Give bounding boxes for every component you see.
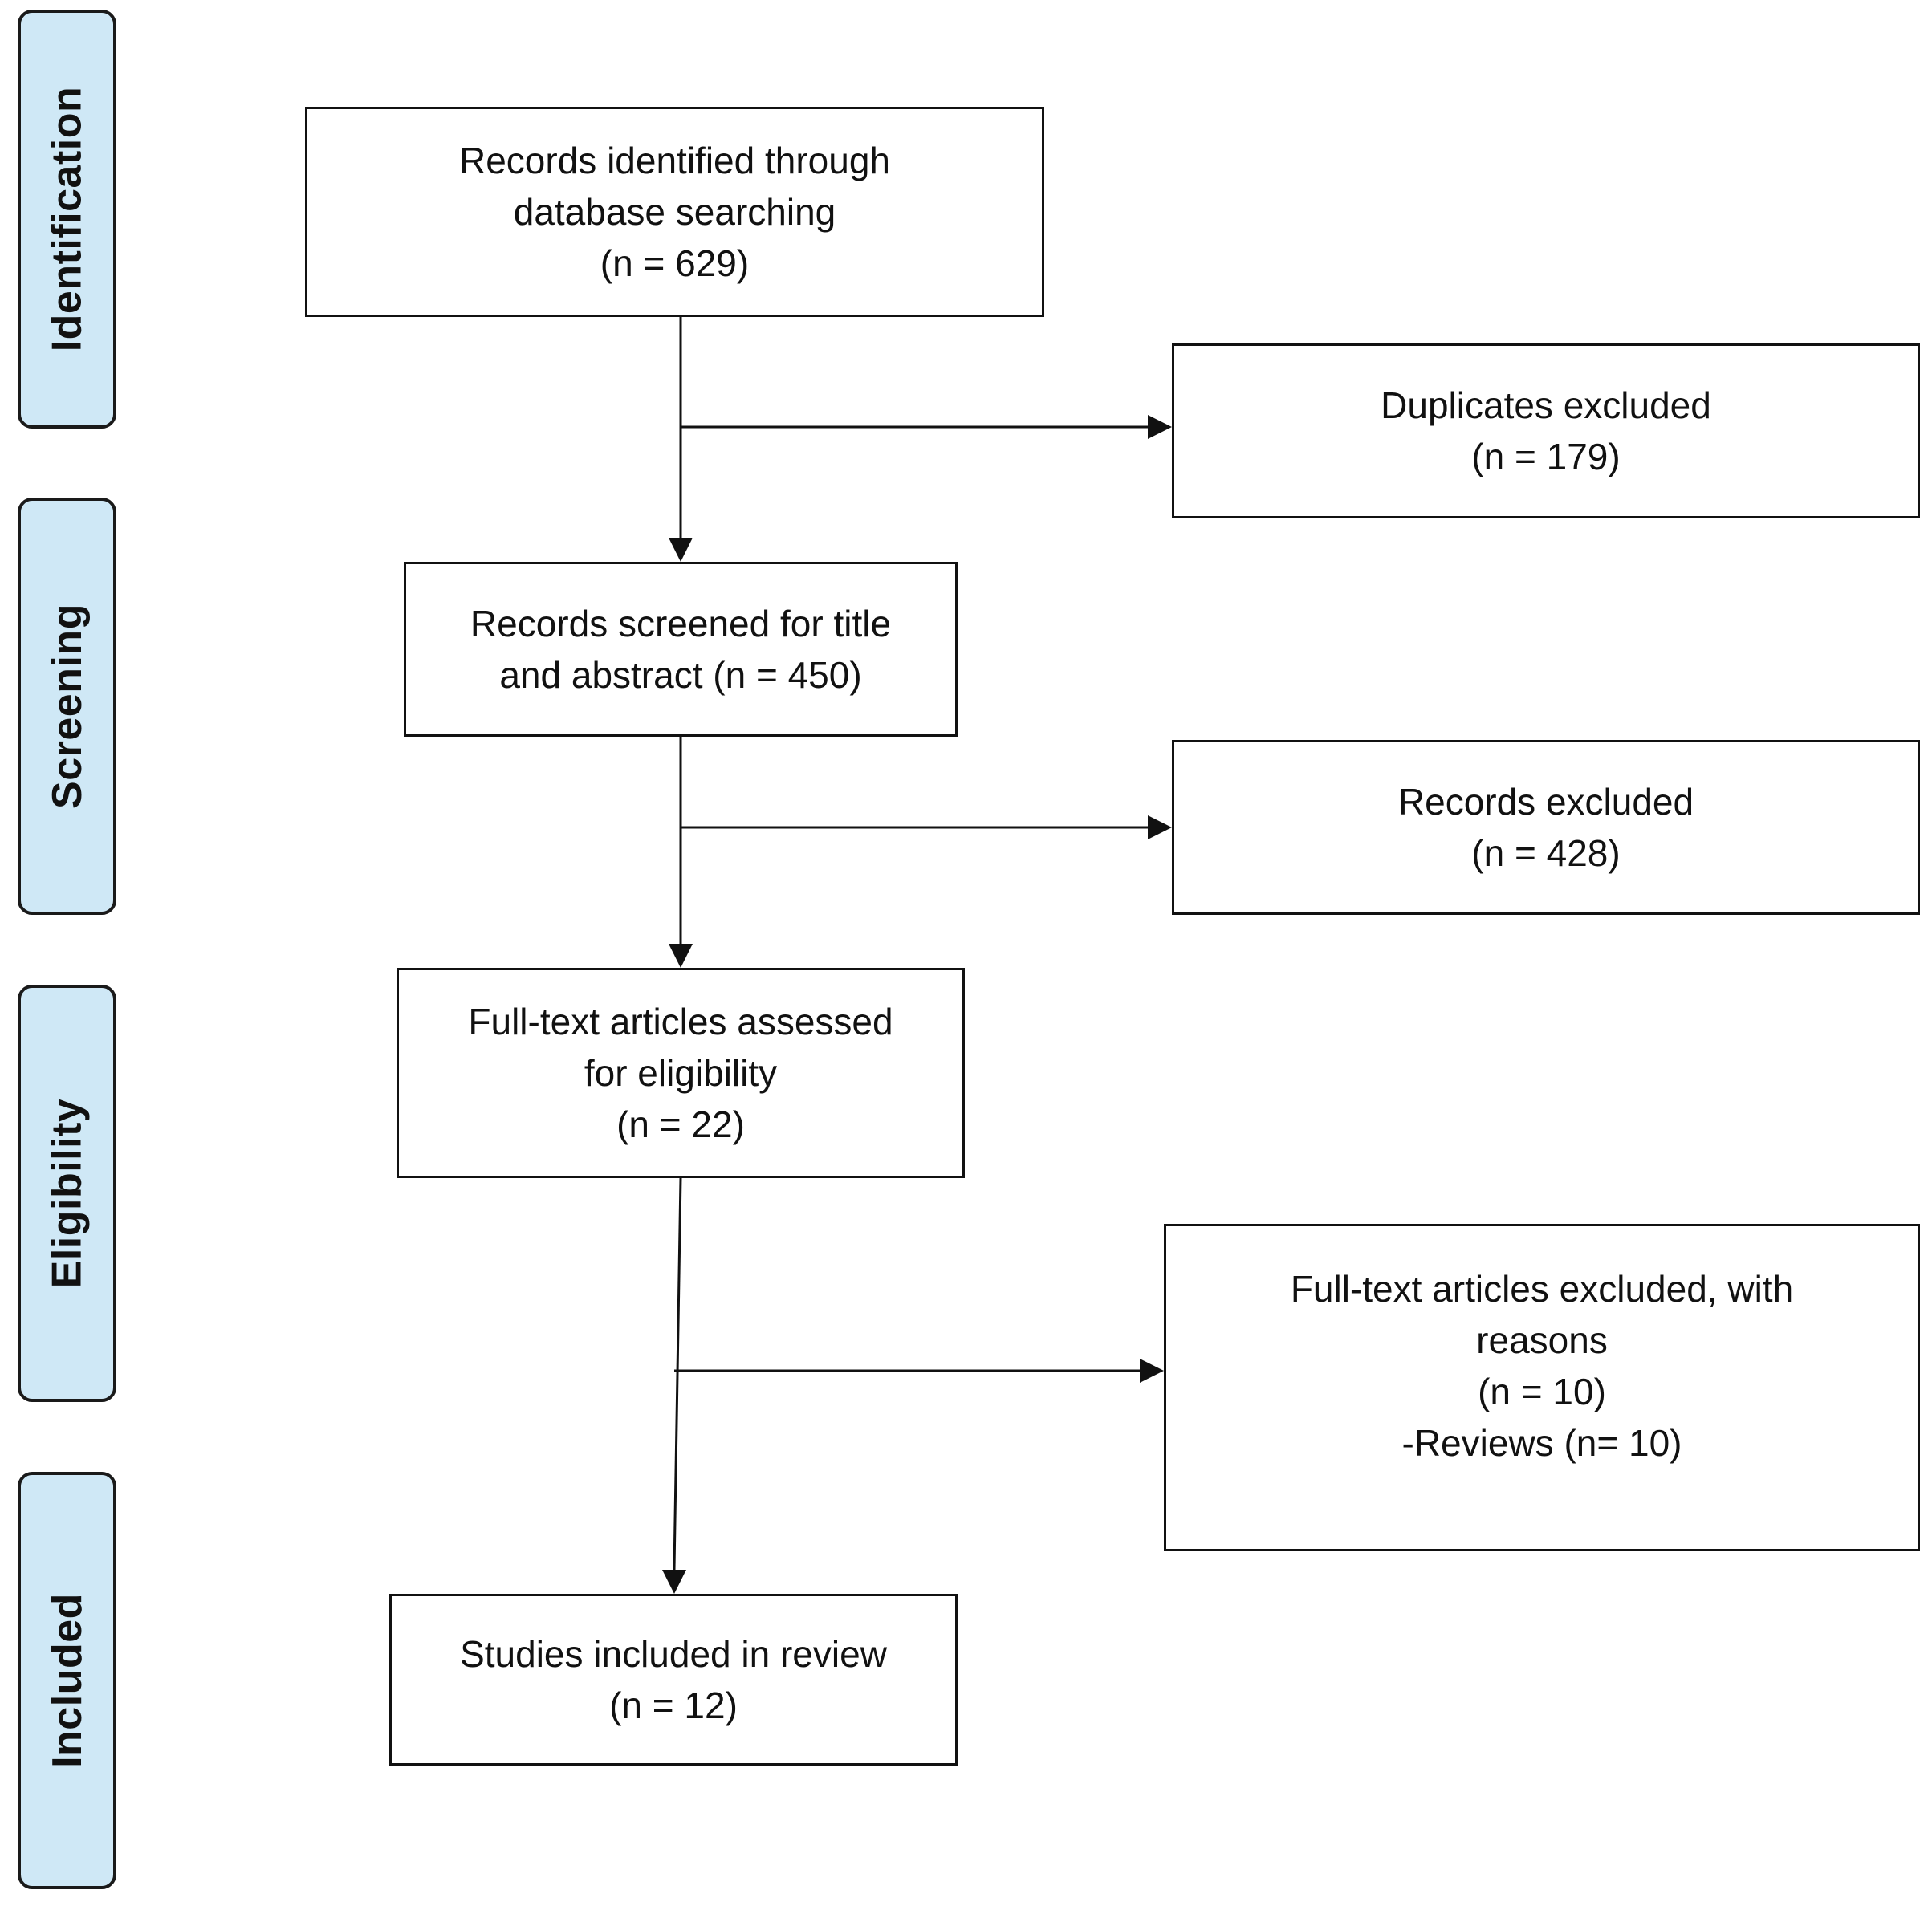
- phase-eligibility: Eligibility: [18, 985, 116, 1402]
- studies-included-box: Studies included in review (n = 12): [389, 1594, 958, 1766]
- records-excluded-label: Records excluded: [1397, 781, 1694, 823]
- fulltext-assessed-box: Full-text articles assessed for eligibil…: [397, 968, 965, 1178]
- phase-included: Included: [18, 1472, 116, 1889]
- records-excluded-count: (n = 428): [1471, 832, 1621, 874]
- duplicates-excluded-box: Duplicates excluded (n = 179): [1172, 343, 1920, 518]
- fulltext-excluded-reason: -Reviews (n= 10): [1401, 1422, 1682, 1464]
- fulltext-excluded-box: Full-text articles excluded, with reason…: [1164, 1224, 1920, 1551]
- studies-included-label: Studies included in review: [460, 1633, 887, 1675]
- arrowhead-to-records-excluded: [1148, 815, 1172, 839]
- arrow-assessed-to-included: [673, 1177, 682, 1571]
- records-excluded-box: Records excluded (n = 428): [1172, 740, 1920, 915]
- arrowhead-to-screened: [669, 538, 693, 562]
- records-screened-line-1: Records screened for title: [470, 603, 892, 644]
- arrowhead-to-included: [662, 1570, 686, 1594]
- fulltext-excluded-line-2: reasons: [1476, 1319, 1608, 1361]
- fulltext-assessed-line-1: Full-text articles assessed: [468, 1001, 893, 1042]
- duplicates-excluded-count: (n = 179): [1471, 436, 1621, 478]
- records-identified-line-2: database searching: [513, 191, 836, 233]
- duplicates-excluded-label: Duplicates excluded: [1381, 384, 1711, 426]
- fulltext-assessed-count: (n = 22): [616, 1103, 745, 1145]
- phase-identification: Identification: [18, 10, 116, 429]
- records-screened-line-2: and abstract (n = 450): [499, 654, 862, 696]
- records-screened-box: Records screened for title and abstract …: [404, 562, 958, 737]
- studies-included-count: (n = 12): [609, 1684, 738, 1726]
- arrowhead-to-fulltext-excluded: [1140, 1359, 1164, 1383]
- phase-screening: Screening: [18, 498, 116, 915]
- records-identified-line-1: Records identified through: [459, 140, 890, 181]
- records-identified-count: (n = 629): [600, 242, 750, 284]
- fulltext-assessed-line-2: for eligibility: [584, 1052, 778, 1094]
- arrowhead-to-duplicates: [1148, 415, 1172, 439]
- fulltext-excluded-count: (n = 10): [1478, 1371, 1606, 1412]
- records-identified-box: Records identified through database sear…: [305, 107, 1044, 317]
- fulltext-excluded-line-1: Full-text articles excluded, with: [1290, 1268, 1794, 1310]
- arrowhead-to-assessed: [669, 944, 693, 968]
